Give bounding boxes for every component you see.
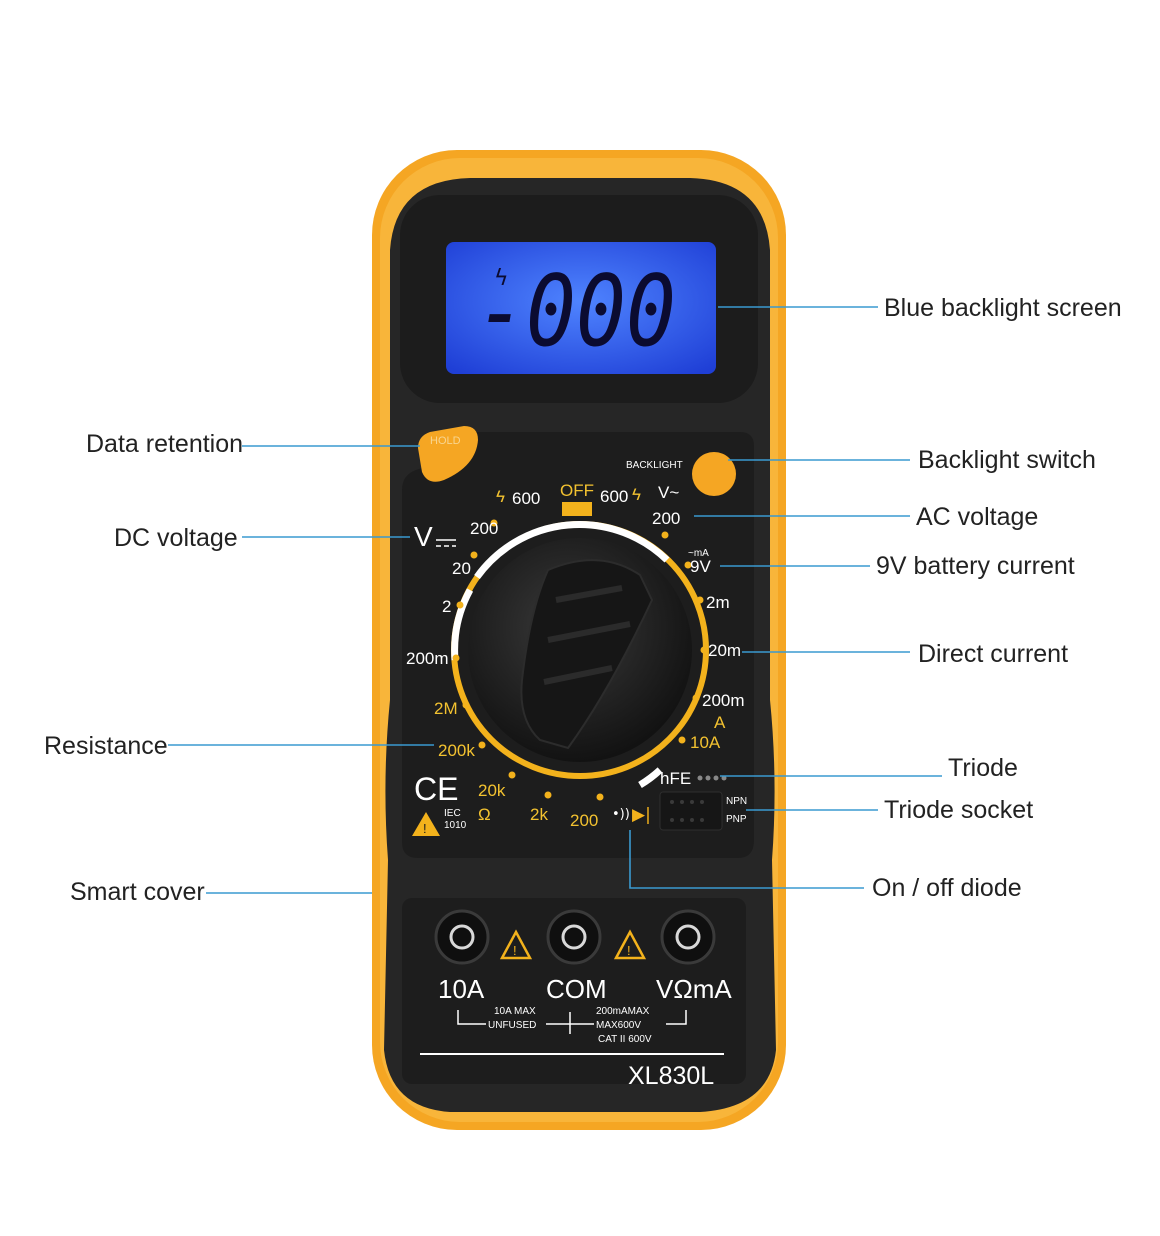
callout-direct-current: Direct current: [918, 640, 1068, 668]
leader-lines: [168, 306, 942, 894]
dial-dcv-symbol: V: [414, 521, 433, 552]
dial-dcv-600: 600: [512, 489, 540, 508]
callout-on-off-diode: On / off diode: [872, 874, 1022, 902]
backlight-button[interactable]: [692, 452, 736, 496]
dial-off: OFF: [560, 481, 594, 500]
jack-note-right-3: CAT II 600V: [598, 1034, 652, 1045]
lcd-reading: -000: [476, 255, 676, 369]
warning-icon-jack-left: [499, 929, 533, 960]
model-name: XL830L: [628, 1062, 714, 1090]
jack-10a[interactable]: [434, 909, 490, 965]
callout-dc-voltage: DC voltage: [114, 524, 238, 552]
svg-text:!: !: [423, 821, 427, 836]
iec-line-1: IEC: [444, 808, 461, 819]
callout-triode-socket: Triode socket: [884, 796, 1033, 824]
buzzer-icon: •)): [612, 807, 630, 822]
dial-acv-symbol: V~: [658, 483, 679, 502]
dial-battery-sub: ~mA: [688, 548, 709, 559]
jack-note-right-2: MAX600V: [596, 1020, 641, 1031]
hold-button[interactable]: [418, 426, 478, 482]
callout-smart-cover: Smart cover: [70, 878, 205, 906]
jack-label-vomega-ma: VΩmA: [656, 974, 732, 1004]
dial-dcv-lightning-icon: ϟ: [496, 487, 505, 506]
dial-acv-600: 600: [600, 487, 628, 506]
ce-mark: CE: [414, 771, 458, 807]
warning-icon-jack-right: [613, 929, 647, 960]
dial-dca-symbol: A: [714, 713, 726, 732]
dial-ohm-200k: 200k: [438, 741, 475, 760]
dial-tick-dots: [452, 519, 708, 801]
dial-ohm-2m: 2M: [434, 699, 458, 718]
callout-triode: Triode: [948, 754, 1018, 782]
dial-dcv-20: 20: [452, 559, 471, 578]
socket-pnp: PNP: [726, 814, 747, 825]
warning-icon-panel: [412, 812, 440, 836]
jack-com[interactable]: [546, 909, 602, 965]
dial-diode-200: 200: [570, 811, 598, 830]
dial-ohm-20k: 20k: [478, 781, 506, 800]
callout-9v-battery-current: 9V battery current: [876, 552, 1075, 580]
dial-acv-200: 200: [652, 509, 680, 528]
lcd-screen: [446, 242, 716, 374]
svg-text:!: !: [627, 943, 631, 958]
callout-data-retention: Data retention: [86, 430, 243, 458]
dial-dca-20m: 20m: [708, 641, 741, 660]
dial-dca-10a: 10A: [690, 733, 721, 752]
dial-acv-lightning-icon: ϟ: [632, 485, 641, 504]
knob-grip: [520, 559, 654, 750]
iec-line-2: 1010: [444, 820, 467, 831]
jack-label-10a: 10A: [438, 974, 485, 1004]
socket-npn: NPN: [726, 796, 747, 807]
jack-note-left-1: 10A MAX: [494, 1006, 536, 1017]
triode-socket: [659, 791, 723, 831]
hold-label: HOLD: [430, 435, 461, 447]
dial-ohm-symbol: Ω: [478, 805, 491, 824]
diode-icon: ▶|: [632, 805, 651, 825]
dial-dca-200m: 200m: [702, 691, 745, 710]
jack-note-left-2: UNFUSED: [488, 1020, 536, 1031]
dial-battery-9v: 9V: [690, 557, 711, 576]
jack-label-com: COM: [546, 974, 607, 1004]
dial-dcv-200m: 200m: [406, 649, 449, 668]
backlight-label: BACKLIGHT: [626, 460, 683, 471]
jack-note-right-1: 200mAMAX: [596, 1006, 650, 1017]
lcd-lightning-icon: ϟ: [494, 266, 509, 291]
dial-dcv-200: 200: [470, 519, 498, 538]
callout-ac-voltage: AC voltage: [916, 503, 1038, 531]
callout-blue-backlight-screen: Blue backlight screen: [884, 294, 1122, 322]
callout-resistance: Resistance: [44, 732, 168, 760]
callout-backlight-switch: Backlight switch: [918, 446, 1096, 474]
dial-ohm-2k: 2k: [530, 805, 548, 824]
svg-text:!: !: [513, 943, 517, 958]
off-marker: [562, 502, 592, 516]
dial-hfe: hFE: [660, 769, 691, 788]
jack-vomega-ma[interactable]: [660, 909, 716, 965]
dial-dcv-2: 2: [442, 597, 451, 616]
dial-dca-2m: 2m: [706, 593, 730, 612]
